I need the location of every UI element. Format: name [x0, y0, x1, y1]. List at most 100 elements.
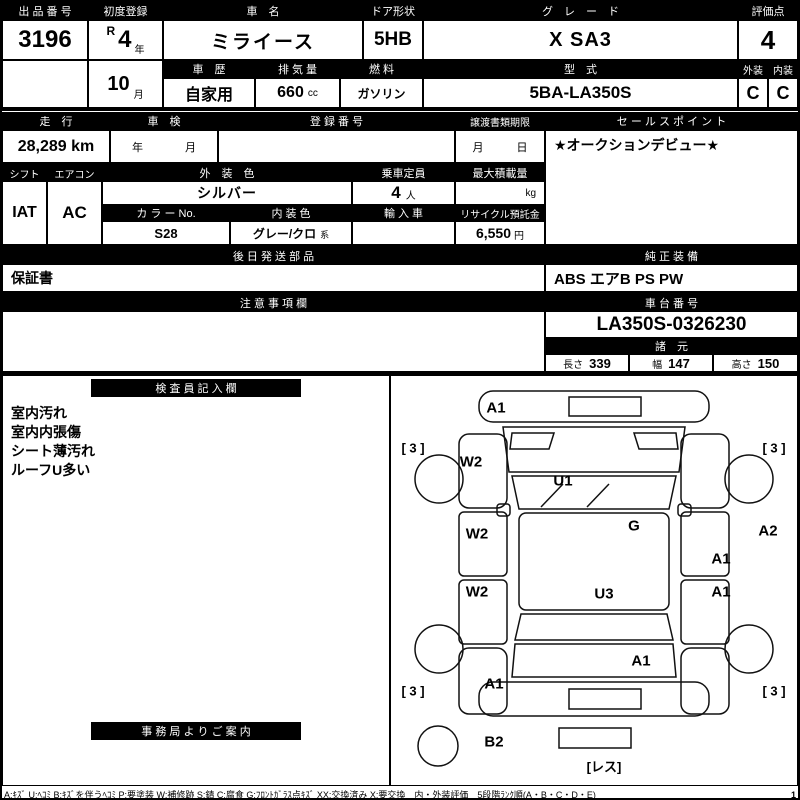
payload-label: 最大積載量 [455, 165, 545, 181]
inspector-note-line: シート薄汚れ [11, 443, 95, 459]
history-label: 車 歴 [163, 60, 255, 78]
section-divider [0, 163, 545, 165]
displacement-value-cell: 660 cc [255, 78, 340, 108]
width-cell: 幅 147 [629, 354, 713, 372]
page-number: 1 [790, 789, 796, 800]
era-value: R [106, 24, 116, 38]
score-value: 4 [738, 20, 798, 60]
capacity-unit: 人 [405, 191, 416, 202]
recycle-deposit-unit: 円 [514, 231, 525, 242]
score-label: 評価点 [738, 2, 798, 20]
chassis-no-label: 車 台 番 号 [545, 294, 798, 311]
section-divider [0, 245, 800, 247]
inspector-notes-label: 検 査 員 記 入 欄 [91, 379, 301, 397]
interior-grade-label: 内装 [768, 60, 798, 78]
shaken-label: 車 検 [110, 112, 218, 130]
cautions-label: 注 意 事 項 欄 [2, 294, 545, 311]
first-reg-label: 初度登録 [88, 2, 163, 20]
inspector-note-line: ルーフU多い [11, 462, 91, 478]
payload-value-cell: kg [455, 181, 545, 205]
displacement-label: 排 気 量 [255, 60, 340, 78]
first-reg-month-cell: 10 月 [88, 60, 163, 108]
damage-mark: A1 [486, 399, 506, 417]
first-reg-month: 10 [107, 72, 130, 95]
section-divider [0, 108, 800, 111]
width-value: 147 [668, 355, 690, 371]
capacity-label: 乗車定員 [352, 165, 455, 181]
length-label: 長さ [563, 359, 584, 371]
damage-mark: A1 [711, 550, 731, 568]
month-unit: 月 [133, 90, 144, 101]
exterior-grade-value: C [738, 78, 768, 108]
capacity-value: 4 [391, 183, 401, 202]
damage-mark: U1 [553, 472, 573, 490]
car-name-value: ミライース [163, 20, 363, 60]
damage-mark: B2 [484, 733, 504, 751]
transfer-deadline-cell: 月 日 [455, 130, 545, 163]
dimensions-label: 諸 元 [545, 338, 798, 354]
first-reg-year-cell: R 4 年 [88, 20, 163, 60]
legend-bar: A:ｷｽﾞ U:ﾍｺﾐ B:ｷｽﾞを伴うﾍｺﾐ P:要塗装 W:補修跡 S:錆 … [4, 789, 796, 800]
section-divider [0, 292, 800, 294]
cautions-box [2, 311, 545, 372]
displacement-unit: cc [307, 87, 318, 99]
later-parts-value: 保証書 [2, 264, 545, 292]
shaken-year-unit: 年 [132, 141, 143, 154]
shaken-value-cell: 年 月 [110, 130, 218, 163]
recycle-deposit-cell: 6,550 円 [455, 221, 545, 245]
height-cell: 高さ 150 [713, 354, 798, 372]
interior-grade-value: C [768, 78, 798, 108]
shaken-month-unit: 月 [185, 141, 196, 154]
tread-depth-mark: [ 3 ] [401, 683, 425, 699]
recycle-deposit-value: 6,550 [475, 225, 512, 241]
car-name-label: 車 名 [163, 2, 363, 20]
mileage-value: 28,289 km [2, 130, 110, 163]
damage-mark: A1 [711, 583, 731, 601]
color-no-label: カ ラ ー No. [102, 205, 230, 221]
first-reg-year: 4 [118, 26, 132, 53]
damage-mark: W2 [459, 453, 483, 471]
shift-label: シフト [2, 165, 47, 181]
interior-color-value-cell: グレー/クロ 系 [230, 221, 352, 245]
transfer-month-unit: 月 [472, 141, 484, 154]
recycle-deposit-label: リサイクル預託金 [455, 205, 545, 221]
payload-unit: kg [525, 187, 536, 199]
later-parts-label: 後 日 発 送 部 品 [2, 247, 545, 264]
interior-color-suffix: 系 [320, 230, 330, 240]
mileage-label: 走 行 [2, 112, 110, 130]
door-shape-label: ドア形状 [363, 2, 423, 20]
fuel-label: 燃 料 [340, 60, 423, 78]
length-value: 339 [589, 355, 611, 371]
damage-mark: A2 [758, 522, 778, 540]
capacity-value-cell: 4 人 [352, 181, 455, 205]
fuel-value: ガソリン [340, 78, 423, 108]
transfer-day-unit: 日 [516, 141, 528, 154]
exterior-color-value: シルバー [102, 181, 352, 205]
interior-color-label: 内 装 色 [230, 205, 352, 221]
reg-number-value-cell [218, 130, 455, 163]
door-shape-value: 5HB [363, 20, 423, 60]
auction-no-value: 3196 [2, 20, 88, 60]
tread-depth-mark: [ 3 ] [762, 440, 786, 456]
shift-value: IAT [2, 181, 47, 245]
ac-value: AC [47, 181, 102, 245]
legend-text: A:ｷｽﾞ U:ﾍｺﾐ B:ｷｽﾞを伴うﾍｺﾐ P:要塗装 W:補修跡 S:錆 … [4, 790, 596, 800]
exterior-grade-label: 外装 [738, 60, 768, 78]
car-diagram-panel: A1 [ 3 ] W2 U1 [ 3 ] W2 G A2 A1 W2 U3 A1… [390, 375, 798, 786]
history-value: 自家用 [163, 78, 255, 108]
stamp-box [2, 60, 88, 108]
oem-equipment-value: ABS エアB PS PW [545, 264, 798, 292]
model-code-label: 型 式 [423, 60, 738, 78]
damage-mark: W2 [465, 583, 489, 601]
office-guidance-label: 事 務 局 よ り ご 案 内 [91, 722, 301, 740]
spare-tire-mark: [レス] [586, 759, 622, 775]
damage-mark: A1 [631, 652, 651, 670]
displacement-value: 660 [277, 84, 304, 101]
ac-label: エアコン [47, 165, 102, 181]
import-value-cell [352, 221, 455, 245]
damage-mark: U3 [594, 585, 614, 603]
tread-depth-mark: [ 3 ] [762, 683, 786, 699]
inspector-note-line: 室内汚れ [11, 405, 67, 421]
oem-equipment-label: 純 正 装 備 [545, 247, 798, 264]
